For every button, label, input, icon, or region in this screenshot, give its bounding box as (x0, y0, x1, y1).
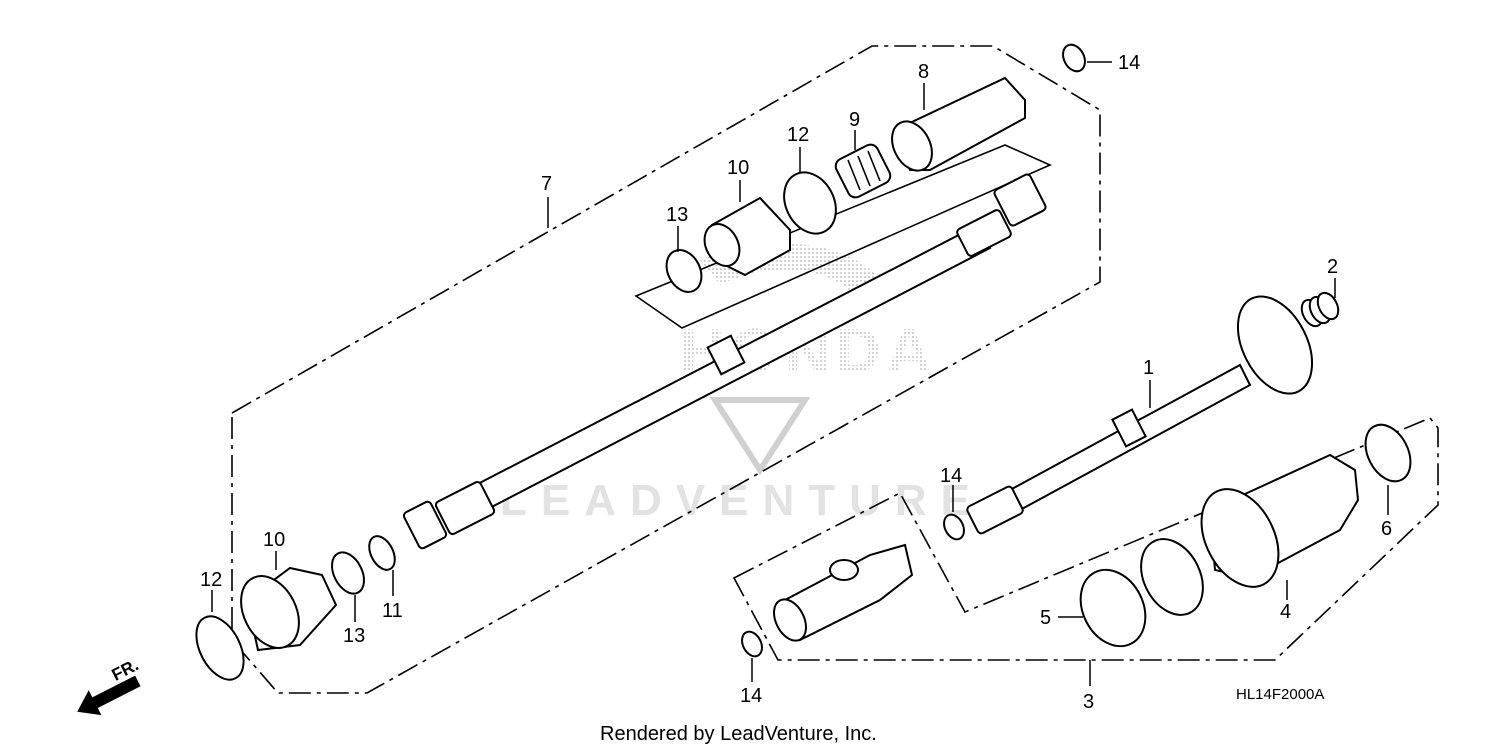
callout-3: 3 (1083, 691, 1094, 713)
spring-9 (834, 143, 892, 199)
spring-2 (1300, 291, 1340, 328)
callout-10-lower: 10 (263, 529, 285, 551)
universal-joint-3 (773, 543, 914, 642)
callout-14-bottom: 14 (740, 685, 762, 707)
callout-13-upper: 13 (666, 204, 688, 226)
callout-7: 7 (541, 173, 552, 195)
callout-11: 11 (382, 600, 403, 622)
callout-14-top: 14 (1118, 52, 1140, 74)
callout-13-lower: 13 (343, 625, 365, 647)
ring-13-lower (331, 551, 365, 595)
callout-14-mid: 14 (940, 465, 962, 487)
diagram-code: HL14F2000A (1236, 686, 1324, 703)
propeller-shaft-7 (402, 173, 1047, 550)
callout-5: 5 (1040, 607, 1051, 629)
callout-9: 9 (849, 109, 860, 131)
clamp-5 (1079, 568, 1147, 648)
boot-4 (1140, 453, 1360, 616)
subgroup-outline-7 (634, 144, 1052, 329)
rendered-by-credit: Rendered by LeadVenture, Inc. (600, 723, 877, 745)
washer-14-top (1062, 43, 1086, 73)
ring-12-upper (783, 171, 837, 235)
callout-2: 2 (1327, 256, 1338, 278)
callout-10-upper: 10 (727, 157, 749, 179)
group-outline-3 (732, 417, 1439, 661)
washer-14-mid (943, 513, 965, 541)
group-outline-7 (231, 45, 1101, 694)
callout-12-lower: 12 (200, 569, 222, 591)
washer-14-bottom (741, 630, 763, 658)
shaft-1 (966, 295, 1314, 535)
ring-12-lower (195, 615, 245, 681)
joint-10-lower (240, 566, 338, 652)
front-direction-arrow: FR. (77, 655, 142, 716)
callout-12-upper: 12 (787, 124, 809, 146)
boot-8 (891, 76, 1026, 172)
joint-10-upper (703, 196, 791, 277)
clamp-6 (1364, 423, 1412, 483)
clip-11 (368, 535, 396, 571)
callout-8: 8 (918, 61, 929, 83)
callout-6: 6 (1381, 518, 1392, 540)
leader-lines (211, 61, 1389, 686)
ring-13-upper (665, 249, 703, 293)
watermark-text: LEADVENTURE (500, 476, 984, 525)
callout-1: 1 (1143, 357, 1154, 379)
callout-4: 4 (1280, 601, 1291, 623)
